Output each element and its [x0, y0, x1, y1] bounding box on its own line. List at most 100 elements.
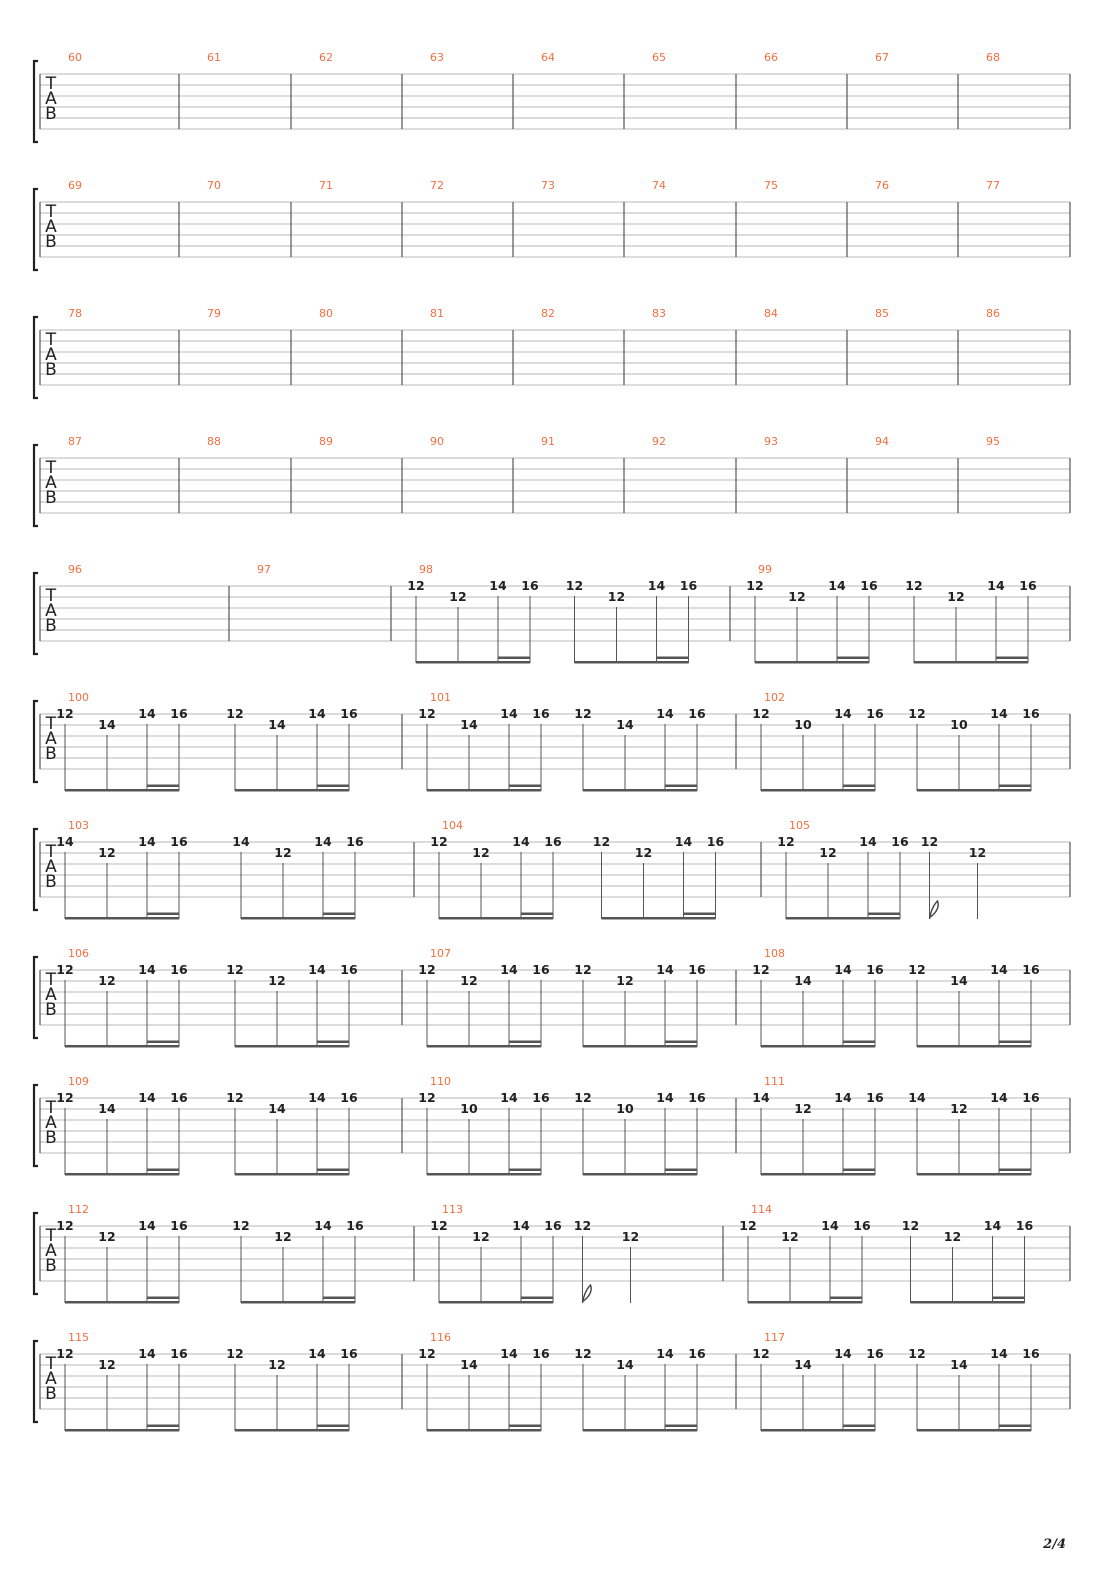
measure-number: 111 — [764, 1075, 785, 1088]
fret-number: 12 — [950, 1101, 967, 1116]
eighth-beam — [427, 1429, 541, 1432]
fret-number: 12 — [752, 1346, 769, 1361]
sixteenth-beam — [665, 1424, 697, 1427]
fret-number: 16 — [866, 962, 884, 977]
tab-clef-letter: T — [45, 74, 57, 94]
tab-clef-letter: A — [45, 1113, 57, 1133]
fret-number: 10 — [950, 717, 968, 732]
fret-number: 12 — [622, 1229, 639, 1244]
fret-number: 16 — [688, 706, 706, 721]
fret-number: 12 — [739, 1218, 756, 1233]
eighth-beam — [65, 1173, 179, 1176]
fret-number: 12 — [921, 834, 938, 849]
fret-number: 12 — [460, 973, 477, 988]
fret-number: 12 — [226, 706, 243, 721]
fret-number: 16 — [853, 1218, 871, 1233]
fret-number: 14 — [314, 834, 332, 849]
measure-number: 115 — [68, 1331, 89, 1344]
tab-clef-letter: B — [45, 1384, 57, 1404]
sixteenth-beam — [147, 912, 179, 915]
fret-number: 12 — [56, 706, 73, 721]
fret-number: 12 — [746, 578, 763, 593]
sixteenth-beam — [521, 912, 553, 915]
tab-clef-letter: B — [45, 488, 57, 508]
sixteenth-beam — [665, 784, 697, 787]
fret-number: 12 — [794, 1101, 811, 1116]
fret-number: 16 — [1022, 962, 1040, 977]
eighth-beam — [235, 789, 349, 792]
measure-number: 90 — [430, 435, 444, 448]
measure-number: 99 — [758, 563, 772, 576]
measure-number: 117 — [764, 1331, 785, 1344]
eighth-beam — [439, 1301, 553, 1304]
tab-clef-letter: T — [45, 586, 57, 606]
measure-number: 94 — [875, 435, 889, 448]
measure-number: 116 — [430, 1331, 451, 1344]
measure-number: 71 — [319, 179, 333, 192]
fret-number: 14 — [990, 962, 1008, 977]
measure-number: 89 — [319, 435, 333, 448]
tab-clef-letter: B — [45, 1128, 57, 1148]
system-bracket — [32, 187, 38, 272]
fret-number: 12 — [449, 589, 466, 604]
tab-clef-letter: B — [45, 1000, 57, 1020]
fret-number: 14 — [834, 1346, 852, 1361]
fret-number: 12 — [947, 589, 964, 604]
fret-number: 16 — [688, 1346, 706, 1361]
measure-number: 65 — [652, 51, 666, 64]
tab-clef-letter: B — [45, 1256, 57, 1276]
fret-number: 16 — [532, 1346, 550, 1361]
fret-number: 16 — [340, 706, 358, 721]
measure-number: 97 — [257, 563, 271, 576]
measure-number: 114 — [751, 1203, 772, 1216]
fret-number: 12 — [574, 706, 591, 721]
eighth-beam — [910, 1301, 1025, 1304]
system-bracket — [32, 571, 38, 656]
fret-number: 12 — [902, 1218, 919, 1233]
sixteenth-beam — [996, 656, 1028, 659]
fret-number: 14 — [828, 578, 846, 593]
fret-number: 12 — [407, 578, 424, 593]
sixteenth-beam — [521, 1296, 553, 1299]
tab-clef-letter: A — [45, 345, 57, 365]
fret-number: 14 — [656, 1346, 674, 1361]
fret-number: 12 — [226, 1346, 243, 1361]
fret-number: 14 — [987, 578, 1005, 593]
fret-number: 12 — [98, 973, 115, 988]
system-bracket — [32, 443, 38, 528]
fret-number: 14 — [138, 706, 156, 721]
measure-number: 87 — [68, 435, 82, 448]
measure-number: 72 — [430, 179, 444, 192]
eighth-beam — [917, 1429, 1031, 1432]
fret-number: 14 — [675, 834, 693, 849]
sixteenth-beam — [147, 1040, 179, 1043]
sixteenth-beam — [509, 1040, 541, 1043]
fret-number: 14 — [138, 1090, 156, 1105]
fret-number: 14 — [656, 962, 674, 977]
eighth-beam — [65, 1429, 179, 1432]
fret-number: 16 — [688, 1090, 706, 1105]
fret-number: 14 — [308, 1090, 326, 1105]
fret-number: 14 — [268, 717, 286, 732]
sixteenth-beam — [509, 1424, 541, 1427]
measure-number: 68 — [986, 51, 1000, 64]
fret-number: 14 — [950, 1357, 968, 1372]
tab-clef-letter: B — [45, 744, 57, 764]
eighth-beam — [439, 917, 553, 920]
fret-number: 14 — [859, 834, 877, 849]
fret-number: 12 — [418, 1090, 435, 1105]
tab-clef-letter: A — [45, 217, 57, 237]
fret-number: 16 — [340, 1090, 358, 1105]
fret-number: 12 — [226, 1090, 243, 1105]
fret-number: 12 — [274, 1229, 291, 1244]
fret-number: 12 — [472, 845, 489, 860]
measure-number: 95 — [986, 435, 1000, 448]
measure-number: 109 — [68, 1075, 89, 1088]
tab-clef-letter: T — [45, 970, 57, 990]
fret-number: 12 — [226, 962, 243, 977]
measure-number: 62 — [319, 51, 333, 64]
fret-number: 12 — [819, 845, 836, 860]
tab-clef-letter: T — [45, 842, 57, 862]
sixteenth-beam — [843, 784, 875, 787]
